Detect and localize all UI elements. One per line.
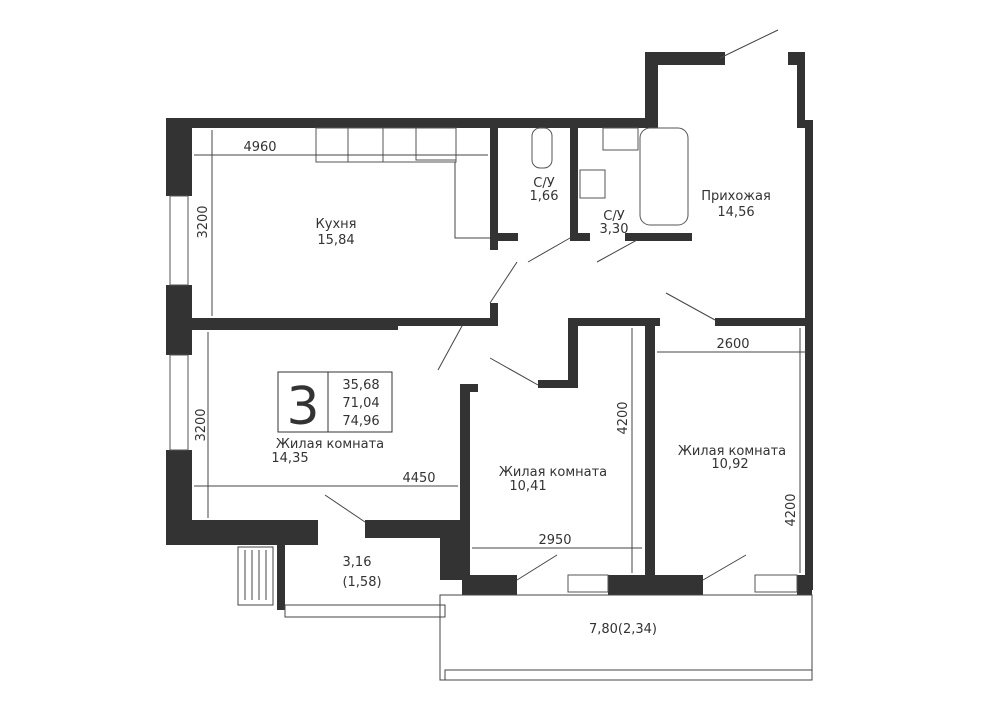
living-area: 35,68 [342,378,379,393]
dimension-lines [194,130,806,573]
washing-machine-icon [579,169,606,199]
room-area-living-2: 10,41 [509,479,546,494]
loggia-area: 7,80(2,34) [589,622,657,637]
room-name-living-2: Жилая комната [499,465,607,480]
room-area-bathroom-2: 3,30 [600,222,629,237]
room-name-bathroom-1: С/У [533,176,554,191]
room-name-living-3: Жилая комната [678,444,786,459]
bathtub-icon [639,127,689,226]
toilet-icon [531,127,553,169]
fixtures [315,127,689,239]
dimension-labels: 4960 3200 3200 4450 4200 2950 2600 4200 [194,140,799,548]
washbasin-icon [602,127,639,151]
total-area: 71,04 [342,396,379,411]
room-area-bathroom-1: 1,66 [530,189,559,204]
dim-room2-depth: 4200 [616,401,631,434]
total-area-with-balconies: 74,96 [342,414,379,429]
dim-room1-width: 4450 [402,471,435,486]
dim-room3-width: 2600 [716,337,749,352]
room-labels: Кухня 15,84 С/У 1,66 С/У 3,30 Прихожая 1… [271,176,786,637]
doors [324,29,779,581]
dim-room3-depth: 4200 [784,493,799,526]
stove-icon [347,127,384,163]
room-area-hallway: 14,56 [717,205,754,220]
room-area-living-3: 10,92 [711,457,748,472]
room-name-kitchen: Кухня [316,217,357,232]
dim-kitchen-depth: 3200 [196,205,211,238]
room-name-living-1: Жилая комната [276,437,384,452]
room-area-kitchen: 15,84 [317,233,354,248]
room-area-living-1: 14,35 [271,451,308,466]
room-name-hallway: Прихожая [701,189,771,204]
balcony-reduced-area: (1,58) [342,575,381,590]
balcony-area: 3,16 [343,555,372,570]
room-count: 3 [286,377,319,437]
area-summary-box: 3 35,68 71,04 74,96 [277,371,393,437]
walls [166,52,813,610]
dim-kitchen-width: 4960 [243,140,276,155]
balconies-outline [237,546,813,681]
windows [169,195,798,593]
dim-room1-depth: 3200 [194,408,209,441]
dim-room2-width: 2950 [538,533,571,548]
room-name-bathroom-2: С/У [603,209,624,224]
